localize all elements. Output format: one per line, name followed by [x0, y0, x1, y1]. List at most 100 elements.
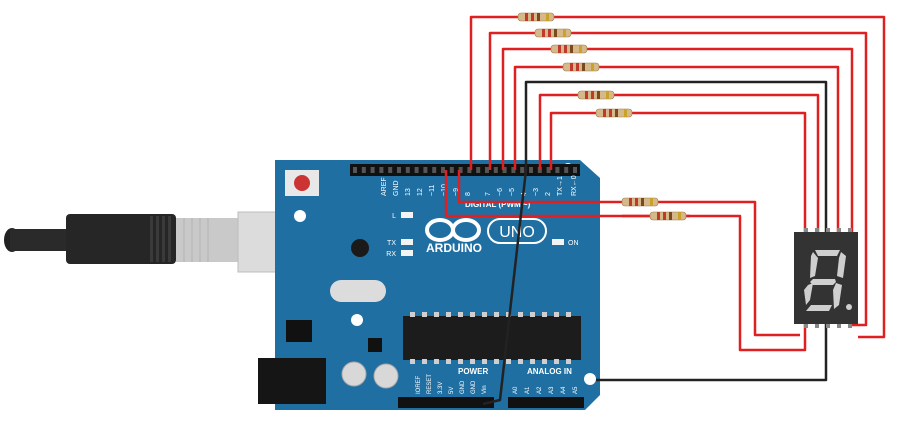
- power-pin-label: GND: [471, 380, 477, 394]
- analog-pin-label: A3: [549, 386, 555, 394]
- header-pin[interactable]: [493, 167, 498, 173]
- power-label: POWER: [458, 367, 488, 376]
- pin-label: ~9: [453, 188, 460, 196]
- analog-label: ANALOG IN: [527, 367, 572, 376]
- header-pin[interactable]: [432, 167, 437, 173]
- mounting-hole: [294, 210, 306, 222]
- resistor[interactable]: [534, 28, 572, 38]
- resistor[interactable]: [562, 62, 600, 72]
- header-pin[interactable]: [511, 167, 516, 173]
- usb-cable[interactable]: [4, 211, 319, 273]
- header-pin[interactable]: [555, 167, 560, 173]
- segment-g: [810, 279, 836, 285]
- resistor[interactable]: [649, 211, 687, 221]
- resistor[interactable]: [517, 12, 555, 22]
- pin-label: ~6: [497, 188, 504, 196]
- pin-label: ~11: [429, 185, 436, 196]
- resistor[interactable]: [577, 90, 615, 100]
- pin-label: 13: [405, 188, 412, 196]
- power-pin-label: GND: [460, 380, 466, 394]
- segment-e: [804, 283, 813, 305]
- capacitor: [351, 239, 369, 257]
- analog-header[interactable]: [508, 397, 584, 408]
- pin-label: GND: [393, 180, 400, 196]
- header-pin[interactable]: [397, 167, 401, 173]
- wire[interactable]: [549, 111, 807, 352]
- header-pin[interactable]: [564, 167, 569, 173]
- header-pin[interactable]: [414, 167, 419, 173]
- header-pin[interactable]: [546, 167, 551, 173]
- wire[interactable]: [488, 31, 868, 327]
- resistor[interactable]: [550, 44, 588, 54]
- power-pin-label: Vin: [482, 385, 488, 394]
- wire[interactable]: [538, 93, 820, 318]
- arduino-logo: ARDUINO: [425, 218, 482, 255]
- header-pin[interactable]: [467, 167, 472, 173]
- resistor[interactable]: [595, 108, 633, 118]
- wire[interactable]: [469, 15, 886, 339]
- pin-label: 7: [485, 192, 492, 196]
- analog-pin-label: A1: [525, 386, 531, 394]
- segment-dp: [846, 304, 852, 310]
- analog-pin-label: A4: [561, 386, 567, 394]
- model-text: UNO: [499, 224, 535, 241]
- power-header[interactable]: [398, 397, 494, 408]
- segment-a: [815, 250, 840, 256]
- header-pin[interactable]: [476, 167, 481, 173]
- pin-label: ~5: [509, 188, 516, 196]
- header-pin[interactable]: [379, 167, 384, 173]
- pin-label: ~3: [533, 188, 540, 196]
- header-pin[interactable]: [573, 167, 577, 173]
- power-pin-label: 5V: [449, 387, 455, 394]
- segment-d: [806, 305, 832, 311]
- header-pin[interactable]: [405, 167, 410, 173]
- header-pin[interactable]: [388, 167, 393, 173]
- header-pin[interactable]: [370, 167, 375, 173]
- header-pin[interactable]: [423, 167, 428, 173]
- wire[interactable]: [444, 170, 690, 218]
- power-pin-label: RESET: [427, 374, 433, 394]
- tx-led: [401, 239, 413, 245]
- 7-segment-display[interactable]: [794, 228, 858, 328]
- arduino-board[interactable]: L TX RX ON ARDUINO UNO DIGITAL (PWM ~) A…: [258, 160, 600, 410]
- header-pin[interactable]: [441, 167, 445, 173]
- pin-label: 8: [465, 192, 472, 196]
- wire[interactable]: [524, 80, 828, 382]
- wire[interactable]: [513, 65, 840, 318]
- pin-label: 2: [545, 192, 552, 196]
- mounting-hole: [584, 373, 596, 385]
- rx-led: [401, 250, 413, 256]
- rx-led-label: RX: [386, 251, 396, 258]
- pin-label: AREF: [381, 177, 388, 196]
- segment-f: [810, 252, 818, 278]
- wire[interactable]: [457, 170, 800, 337]
- wire[interactable]: [501, 47, 854, 318]
- dc-jack[interactable]: [258, 358, 326, 404]
- header-pin[interactable]: [485, 167, 489, 173]
- pin-label: TX→1: [557, 176, 564, 196]
- header-pin[interactable]: [353, 167, 357, 173]
- power-pin-label: IOREF: [416, 375, 422, 394]
- on-led: [552, 239, 564, 245]
- header-pin[interactable]: [458, 167, 463, 173]
- header-pin[interactable]: [449, 167, 454, 173]
- power-pin-label: 3.3V: [438, 382, 444, 394]
- digital-header-label: DIGITAL (PWM ~): [465, 200, 531, 209]
- header-pin[interactable]: [361, 167, 366, 173]
- header-pin[interactable]: [502, 167, 507, 173]
- wire[interactable]: [482, 169, 528, 406]
- on-led-label: ON: [568, 240, 579, 247]
- analog-pin-label: A0: [513, 386, 519, 394]
- header-pin[interactable]: [520, 167, 525, 173]
- brand-text: ARDUINO: [426, 241, 482, 255]
- reset-button[interactable]: [285, 170, 319, 196]
- pin-label: RX←0: [571, 175, 578, 196]
- pin-label: 12: [417, 188, 424, 196]
- header-pin[interactable]: [529, 167, 533, 173]
- l-led-label: L: [392, 213, 396, 220]
- segment-b: [837, 252, 846, 278]
- mounting-hole: [351, 314, 363, 326]
- resistor[interactable]: [621, 197, 659, 207]
- digital-header[interactable]: [350, 164, 580, 176]
- l-led: [401, 212, 413, 218]
